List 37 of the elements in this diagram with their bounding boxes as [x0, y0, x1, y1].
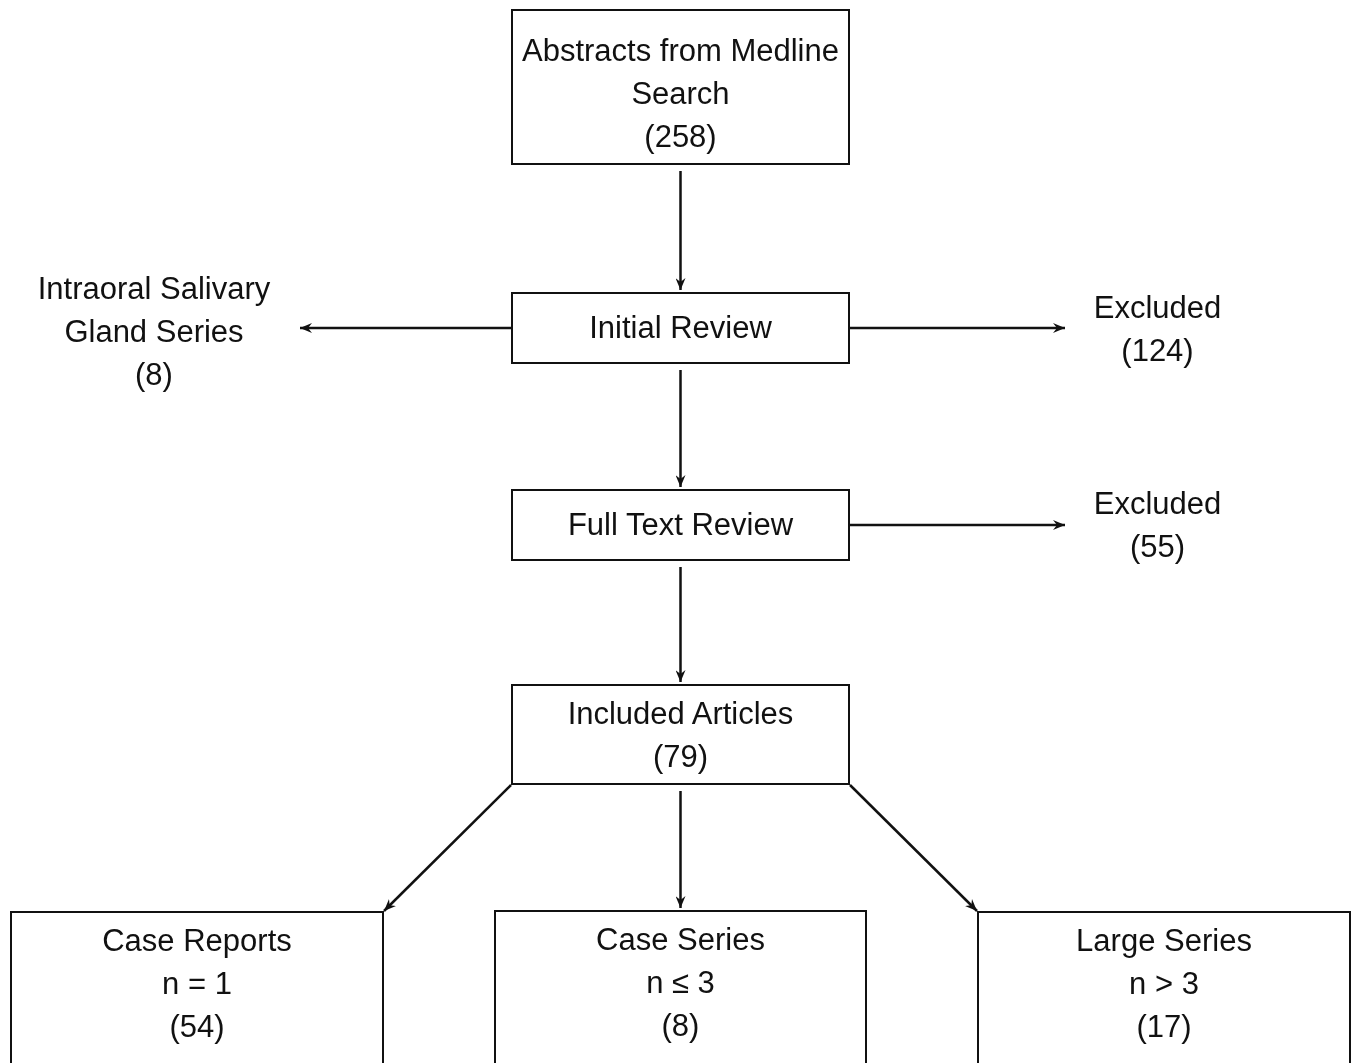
- box-text: n ≤ 3: [646, 964, 715, 1002]
- process-box: [511, 292, 850, 364]
- node-text: Intraoral Salivary Gland Series: [36, 269, 272, 351]
- arrow: [675, 791, 686, 908]
- arrow: [675, 171, 686, 290]
- process-box: [511, 9, 850, 165]
- box-text: Case Series: [596, 921, 765, 959]
- node-text: (8): [135, 355, 173, 394]
- arrow: [850, 520, 1065, 530]
- arrow: [383, 784, 512, 912]
- box-text: Initial Review: [589, 309, 772, 347]
- process-box: [511, 684, 850, 785]
- box-text: (8): [661, 1007, 700, 1045]
- box-text: Included Articles: [567, 695, 794, 733]
- box-text: (258): [644, 118, 717, 156]
- box-text: Case Reports: [102, 922, 292, 960]
- box-text: (54): [169, 1008, 225, 1046]
- node-text: (55): [1129, 528, 1186, 566]
- process-box: [977, 911, 1351, 1063]
- node-text: (124): [1121, 332, 1194, 370]
- box-text: Abstracts from Medline Search: [521, 32, 840, 113]
- arrow: [675, 567, 686, 682]
- node-text: Excluded: [1093, 289, 1222, 327]
- box-text: (17): [1136, 1008, 1192, 1046]
- box-text: (79): [652, 738, 709, 776]
- arrow: [675, 370, 686, 487]
- arrow: [850, 323, 1065, 333]
- arrow: [300, 323, 511, 333]
- box-text: n = 1: [162, 965, 232, 1003]
- process-box: [10, 911, 384, 1063]
- box-text: n > 3: [1129, 965, 1199, 1003]
- box-text: Full Text Review: [567, 506, 794, 544]
- process-box: [494, 910, 867, 1063]
- node-text: Excluded: [1093, 485, 1222, 523]
- process-box: [511, 489, 850, 561]
- arrow: [849, 784, 978, 912]
- box-text: Large Series: [1076, 922, 1252, 960]
